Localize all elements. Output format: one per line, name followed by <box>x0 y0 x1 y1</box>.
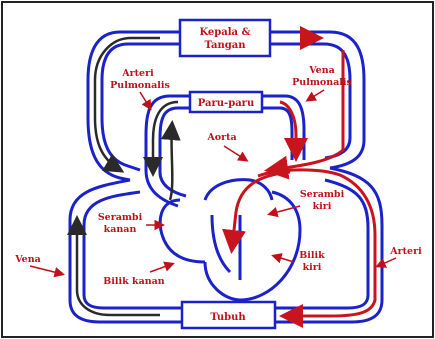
box-body-label: Tubuh <box>210 312 246 323</box>
pointer-left-ventricle <box>271 253 295 264</box>
label-right-atrium-line1: Serambi <box>98 212 143 223</box>
vessel-body-right-outer <box>275 166 384 324</box>
dark-flow-body-return <box>67 215 160 317</box>
vessel-body-right-inner <box>275 178 370 310</box>
box-lungs: Paru-paru <box>188 90 264 114</box>
vessel-pulm-artery-outer <box>144 94 190 208</box>
label-pulmonary-vein: Vena Pulmonalis <box>292 65 352 102</box>
pointer-vein <box>29 265 65 278</box>
label-aorta: Aorta <box>206 132 249 162</box>
label-artery: Arteri <box>375 246 422 268</box>
label-pulmonary-artery-line1: Arteri <box>121 68 154 79</box>
box-head-arms-line2: Tangan <box>205 40 247 51</box>
deoxygenated-flow <box>67 36 181 317</box>
label-artery-text: Arteri <box>389 246 422 257</box>
label-left-atrium-line1: Serambi <box>300 189 345 200</box>
pulmonary-circuit <box>144 94 306 208</box>
pointer-aorta <box>223 145 249 162</box>
vessel-pulm-vein-inner <box>262 106 294 160</box>
heart-inner-wall <box>210 214 232 274</box>
box-lungs-label: Paru-paru <box>198 98 254 109</box>
red-flow-pulm-vein <box>279 100 308 162</box>
box-body: Tubuh <box>180 300 277 330</box>
red-flow-to-body <box>257 168 377 328</box>
dark-flow-head-return <box>93 36 160 173</box>
label-right-ventricle-text: Bilik kanan <box>103 276 165 287</box>
dark-flow-to-lungs <box>160 120 181 201</box>
box-head-arms-line1: Kepala & <box>199 27 250 38</box>
label-right-ventricle: Bilik kanan <box>103 261 175 287</box>
pointer-artery <box>375 257 397 268</box>
dark-flow-pulm-artery-up <box>143 100 179 177</box>
label-aorta-text: Aorta <box>206 132 236 143</box>
label-left-ventricle-line2: kiri <box>303 262 322 273</box>
label-right-atrium-line2: kanan <box>104 224 137 235</box>
oxygenated-flow <box>222 26 377 328</box>
vessel-head-right-outer <box>270 30 366 170</box>
label-left-ventricle-line1: Bilik <box>299 250 325 261</box>
red-flow-into-heart <box>222 170 291 254</box>
label-vein-text: Vena <box>14 254 41 265</box>
label-pulmonary-artery: Arteri Pulmonalis <box>110 68 170 111</box>
label-left-ventricle: Bilik kiri <box>271 250 325 273</box>
heart-top <box>203 178 274 201</box>
vessel-pulm-vein-outer <box>262 94 306 160</box>
label-vein: Vena <box>14 254 65 278</box>
label-left-atrium-line2: kiri <box>313 201 332 212</box>
label-right-atrium: Serambi kanan <box>98 212 165 235</box>
red-flow-head-return <box>264 50 345 180</box>
heart-right-atrium <box>158 198 206 264</box>
label-pulmonary-vein-line2: Pulmonalis <box>292 77 352 88</box>
label-left-atrium: Serambi kiri <box>267 189 345 218</box>
pointer-pulmonary-vein <box>305 89 325 102</box>
pointer-right-ventricle <box>149 261 175 273</box>
box-head-arms: Kepala & Tangan <box>178 18 272 58</box>
pointer-pulmonary-artery <box>139 91 152 111</box>
pointer-left-atrium <box>267 205 301 218</box>
label-pulmonary-vein-line1: Vena <box>308 65 335 76</box>
label-pulmonary-artery-line2: Pulmonalis <box>110 80 170 91</box>
